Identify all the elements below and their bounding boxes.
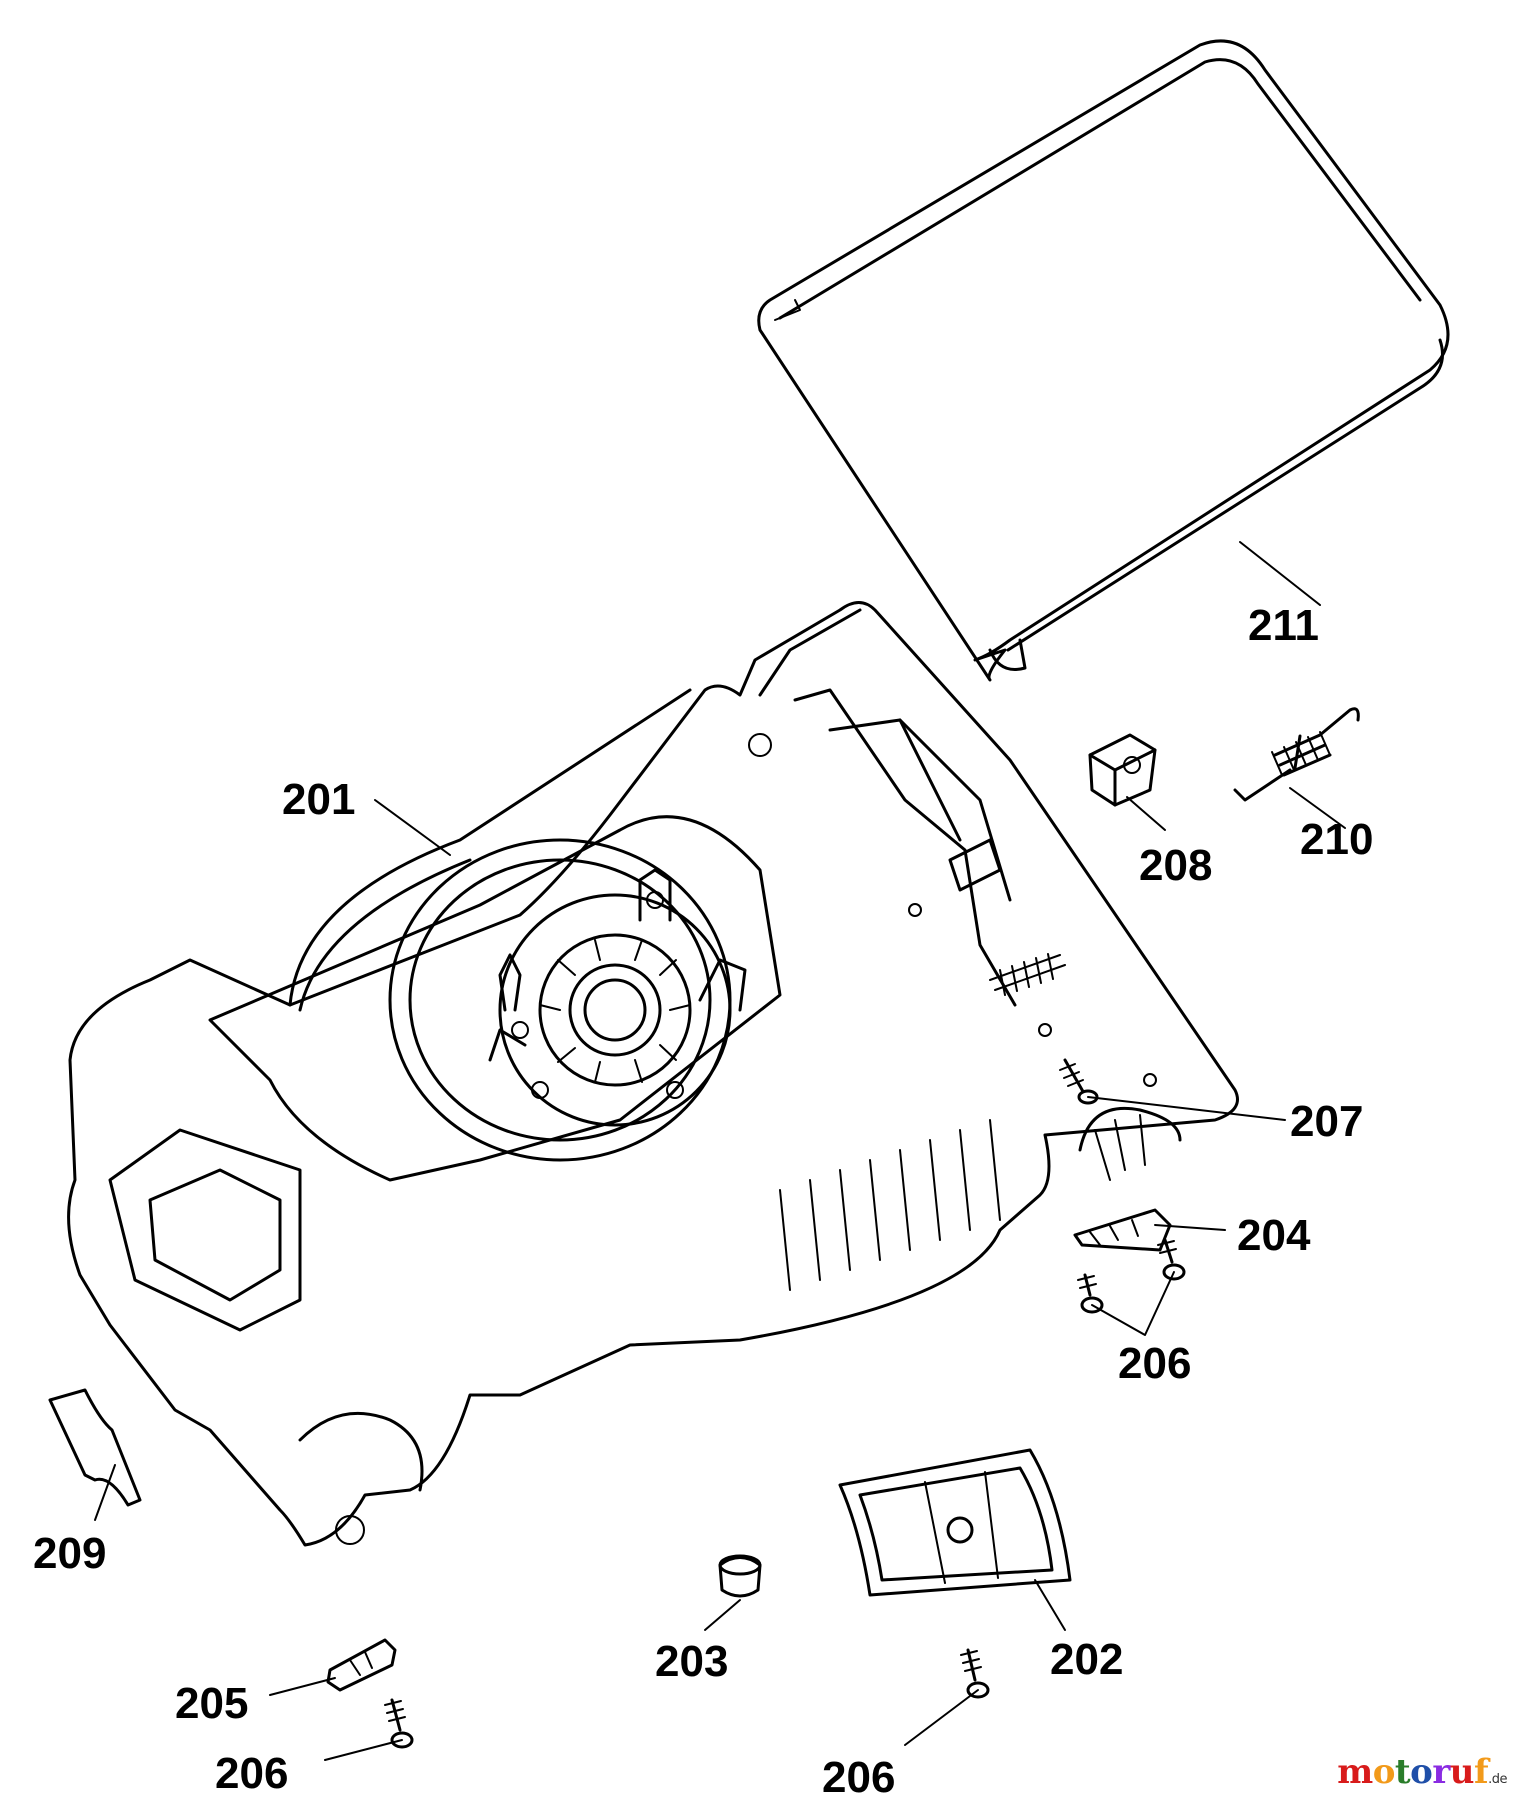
watermark-letter: m [1337, 1752, 1373, 1792]
watermark-text: motoruf [1337, 1752, 1488, 1792]
part-211-lid [757, 39, 1450, 682]
watermark-tld: .de [1488, 1772, 1507, 1787]
watermark-letter: r [1432, 1752, 1450, 1792]
label-204: 204 [1237, 1211, 1311, 1260]
watermark-letter: o [1372, 1752, 1396, 1792]
label-206-center: 206 [822, 1753, 895, 1800]
leader-lines [94, 541, 1346, 1761]
part-208-bushing [1088, 733, 1157, 807]
label-201: 201 [282, 775, 355, 824]
part-202-plate [838, 1448, 1072, 1597]
part-labels: 201 211 208 210 207 204 206 209 205 206 … [33, 601, 1373, 1800]
part-209-flap [48, 1388, 142, 1507]
label-210: 210 [1300, 815, 1373, 864]
label-206-right: 206 [1118, 1339, 1191, 1388]
watermark-letter: o [1410, 1752, 1433, 1792]
label-207: 207 [1290, 1097, 1363, 1146]
label-209: 209 [33, 1529, 106, 1578]
part-205-clip [326, 1638, 397, 1692]
part-203-cap [718, 1554, 762, 1598]
part-206-screws-right [1077, 1238, 1186, 1314]
label-205: 205 [175, 1679, 248, 1728]
label-206-left: 206 [215, 1749, 288, 1798]
label-203: 203 [655, 1637, 728, 1686]
part-204-clamp [1073, 1208, 1172, 1252]
part-206-screw-center [960, 1648, 990, 1699]
label-208: 208 [1139, 841, 1212, 890]
part-201-housing [67, 601, 1239, 1547]
watermark-letter: f [1473, 1752, 1489, 1792]
watermark-logo: motoruf.de [1337, 1752, 1507, 1792]
watermark-letter: t [1394, 1752, 1411, 1792]
label-202: 202 [1050, 1635, 1123, 1684]
part-210-spring [1233, 707, 1360, 802]
label-211: 211 [1248, 601, 1319, 650]
watermark-letter: u [1449, 1752, 1475, 1792]
